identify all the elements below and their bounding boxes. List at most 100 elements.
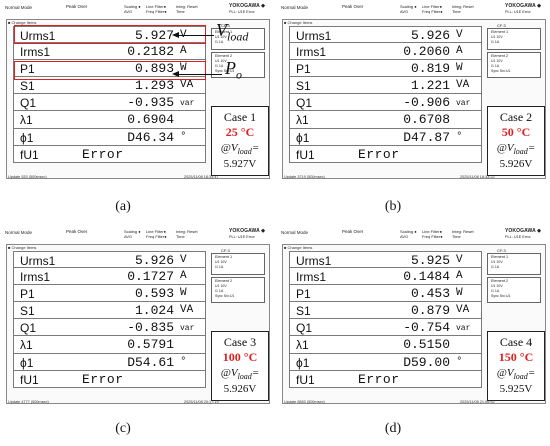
- caption-b: (b): [384, 199, 402, 214]
- measure-mode: Normal Mode: [5, 230, 33, 235]
- element-1-current-range: I1 1A: [491, 40, 500, 44]
- time-label: Time: [176, 234, 185, 239]
- pll-status: PLL: U1E Error: [229, 235, 255, 239]
- measurement-label: Q1: [20, 96, 37, 111]
- element-1-title: Element 1: [491, 30, 509, 34]
- arrow-vload-line: [178, 35, 214, 37]
- measurement-label: fU1: [20, 372, 39, 387]
- change-items-tab[interactable]: ■ Change Items: [8, 245, 37, 250]
- peak-over-indicator: Peak Over: [342, 229, 364, 234]
- case-load-voltage: 5.926V: [499, 158, 533, 170]
- update-count: 6583 (500msec): [297, 400, 325, 404]
- measurement-unit: A: [456, 45, 463, 58]
- measurement-value: 0.5791: [127, 337, 174, 353]
- scaling-indicator: Scaling ●: [400, 4, 417, 9]
- caption-d: (d): [384, 421, 402, 436]
- update-label: Update: [284, 400, 297, 404]
- element-2-title: Element 2: [215, 54, 233, 58]
- timestamp: 2025/11/08 21:06:52: [460, 400, 495, 404]
- measurement-value: 0.879: [410, 303, 450, 319]
- measurement-value: D59.00: [403, 354, 450, 370]
- change-items-tab[interactable]: ■ Change Items: [284, 20, 313, 25]
- brand-logo: YOKOGAWA ◆: [229, 3, 266, 9]
- change-items-tab[interactable]: ■ Change Items: [284, 245, 313, 250]
- freq-filter-indicator: Freq Filter●: [146, 234, 167, 239]
- pll-status: PLL: U1E Error: [505, 10, 531, 14]
- update-label: Update: [284, 175, 297, 179]
- measurement-value: 0.6708: [403, 112, 450, 128]
- element-1-voltage-range: U1 10V: [215, 260, 227, 264]
- change-items-tab[interactable]: ■ Change Items: [8, 20, 37, 25]
- pll-status: PLL: U1E Error: [505, 235, 531, 239]
- measurement-value: 1.221: [410, 78, 450, 94]
- integ-status: Integ: Reset: [176, 4, 198, 9]
- measure-mode: Normal Mode: [281, 230, 309, 235]
- measurement-unit: °: [456, 355, 463, 368]
- measurement-value: 0.2060: [403, 44, 450, 60]
- measurement-label: Q1: [296, 321, 313, 336]
- measurement-unit: A: [180, 45, 187, 58]
- integ-status: Integ: Reset: [452, 4, 474, 9]
- measurement-unit: V: [180, 254, 187, 266]
- element-1-voltage-range: U1 10V: [491, 260, 503, 264]
- arrow-vload-head: [172, 32, 179, 38]
- measurement-label: fU1: [296, 372, 315, 387]
- measurement-value: 5.925: [410, 253, 450, 268]
- measurement-unit: VA: [180, 304, 194, 317]
- measurement-label: λ1: [296, 338, 309, 353]
- case-equals: =: [527, 367, 536, 379]
- freq-filter-indicator: Freq Filter●: [146, 9, 167, 14]
- element-1-voltage-range: U1 10V: [215, 35, 227, 39]
- case-at-symbol: @V: [220, 367, 238, 379]
- measurement-unit: W: [456, 287, 463, 300]
- highlight-urms-row: [14, 25, 206, 44]
- update-counter: Update 533 (500msec): [8, 175, 47, 179]
- measurement-label: P1: [296, 287, 311, 302]
